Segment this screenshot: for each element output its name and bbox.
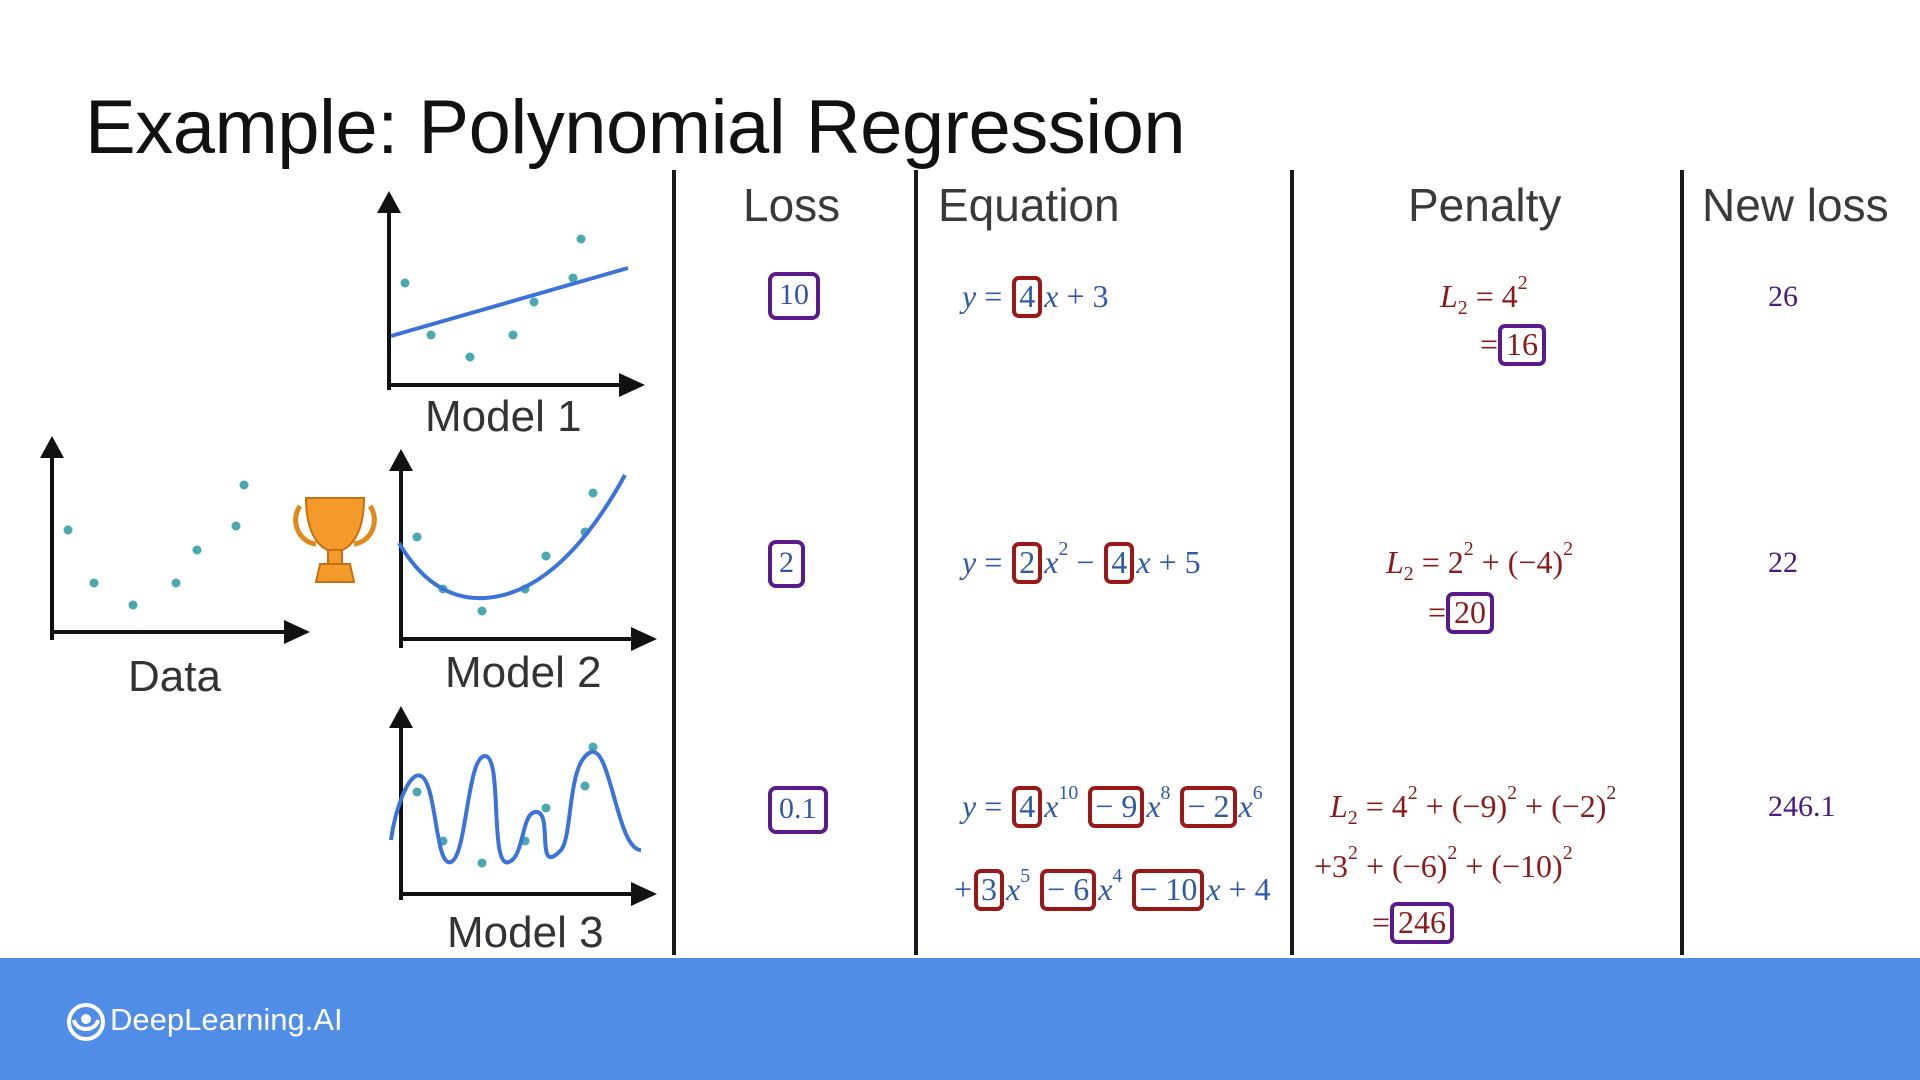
data-point bbox=[541, 551, 551, 561]
loss-value: 0.1 bbox=[768, 786, 828, 834]
data-point bbox=[477, 858, 487, 868]
fit-curve bbox=[389, 749, 642, 865]
brand-name: DeepLearning.AI bbox=[110, 1002, 343, 1037]
model1-label: Model 1 bbox=[425, 392, 582, 441]
data-point bbox=[128, 600, 138, 610]
data-plot bbox=[40, 436, 310, 644]
deeplearning-logo-icon bbox=[67, 1003, 105, 1041]
model3-label: Model 3 bbox=[447, 908, 604, 957]
data-point bbox=[171, 578, 181, 588]
data-point bbox=[412, 532, 422, 542]
model2-label: Model 2 bbox=[445, 648, 602, 697]
penalty-model3-line2: +32 + (−6)2 + (−10)2 bbox=[1314, 842, 1573, 884]
header-equation: Equation bbox=[938, 179, 1120, 231]
data-point bbox=[568, 273, 578, 283]
column-divider bbox=[914, 170, 918, 955]
new-loss-value: 26 bbox=[1768, 280, 1798, 313]
penalty-model1-line2: =16 bbox=[1480, 324, 1547, 366]
data-point bbox=[529, 297, 539, 307]
penalty-model1-line1: L2 = 42 bbox=[1440, 272, 1528, 319]
data-point bbox=[400, 278, 410, 288]
data-point bbox=[89, 578, 99, 588]
footer-bar: DeepLearning.AI bbox=[0, 958, 1920, 1080]
data-point bbox=[239, 480, 249, 490]
slide-title: Example: Polynomial Regression bbox=[85, 85, 1186, 170]
data-point bbox=[231, 521, 241, 531]
fit-curve bbox=[397, 474, 627, 601]
data-point bbox=[508, 330, 518, 340]
data-point bbox=[192, 545, 202, 555]
new-loss-value: 246.1 bbox=[1768, 790, 1836, 823]
model1-plot bbox=[377, 191, 645, 397]
fit-line bbox=[390, 266, 629, 338]
data-point bbox=[426, 330, 436, 340]
data-point bbox=[412, 787, 422, 797]
data-point bbox=[541, 803, 551, 813]
header-new-loss: New loss bbox=[1702, 179, 1889, 231]
penalty-model3-line1: L2 = 42 + (−9)2 + (−2)2 bbox=[1330, 782, 1617, 829]
model3-plot bbox=[389, 706, 657, 906]
data-label: Data bbox=[128, 652, 221, 701]
header-penalty: Penalty bbox=[1408, 179, 1562, 231]
data-point bbox=[63, 525, 73, 535]
column-divider bbox=[1680, 170, 1684, 955]
data-point bbox=[576, 234, 586, 244]
loss-value: 10 bbox=[768, 272, 820, 320]
header-loss: Loss bbox=[743, 179, 841, 231]
data-point bbox=[465, 352, 475, 362]
new-loss-value: 22 bbox=[1768, 546, 1798, 579]
penalty-model3-line3: =246 bbox=[1372, 902, 1455, 944]
data-point bbox=[588, 488, 598, 498]
data-point bbox=[477, 606, 487, 616]
column-divider bbox=[1290, 170, 1294, 955]
penalty-model2-line2: =20 bbox=[1428, 592, 1495, 634]
data-point bbox=[580, 781, 590, 791]
penalty-model2-line1: L2 = 22 + (−4)2 bbox=[1386, 538, 1574, 585]
data-point bbox=[588, 742, 598, 752]
column-divider bbox=[672, 170, 676, 955]
model2-plot bbox=[389, 449, 657, 651]
trophy-icon bbox=[293, 497, 377, 583]
loss-value: 2 bbox=[768, 540, 805, 588]
